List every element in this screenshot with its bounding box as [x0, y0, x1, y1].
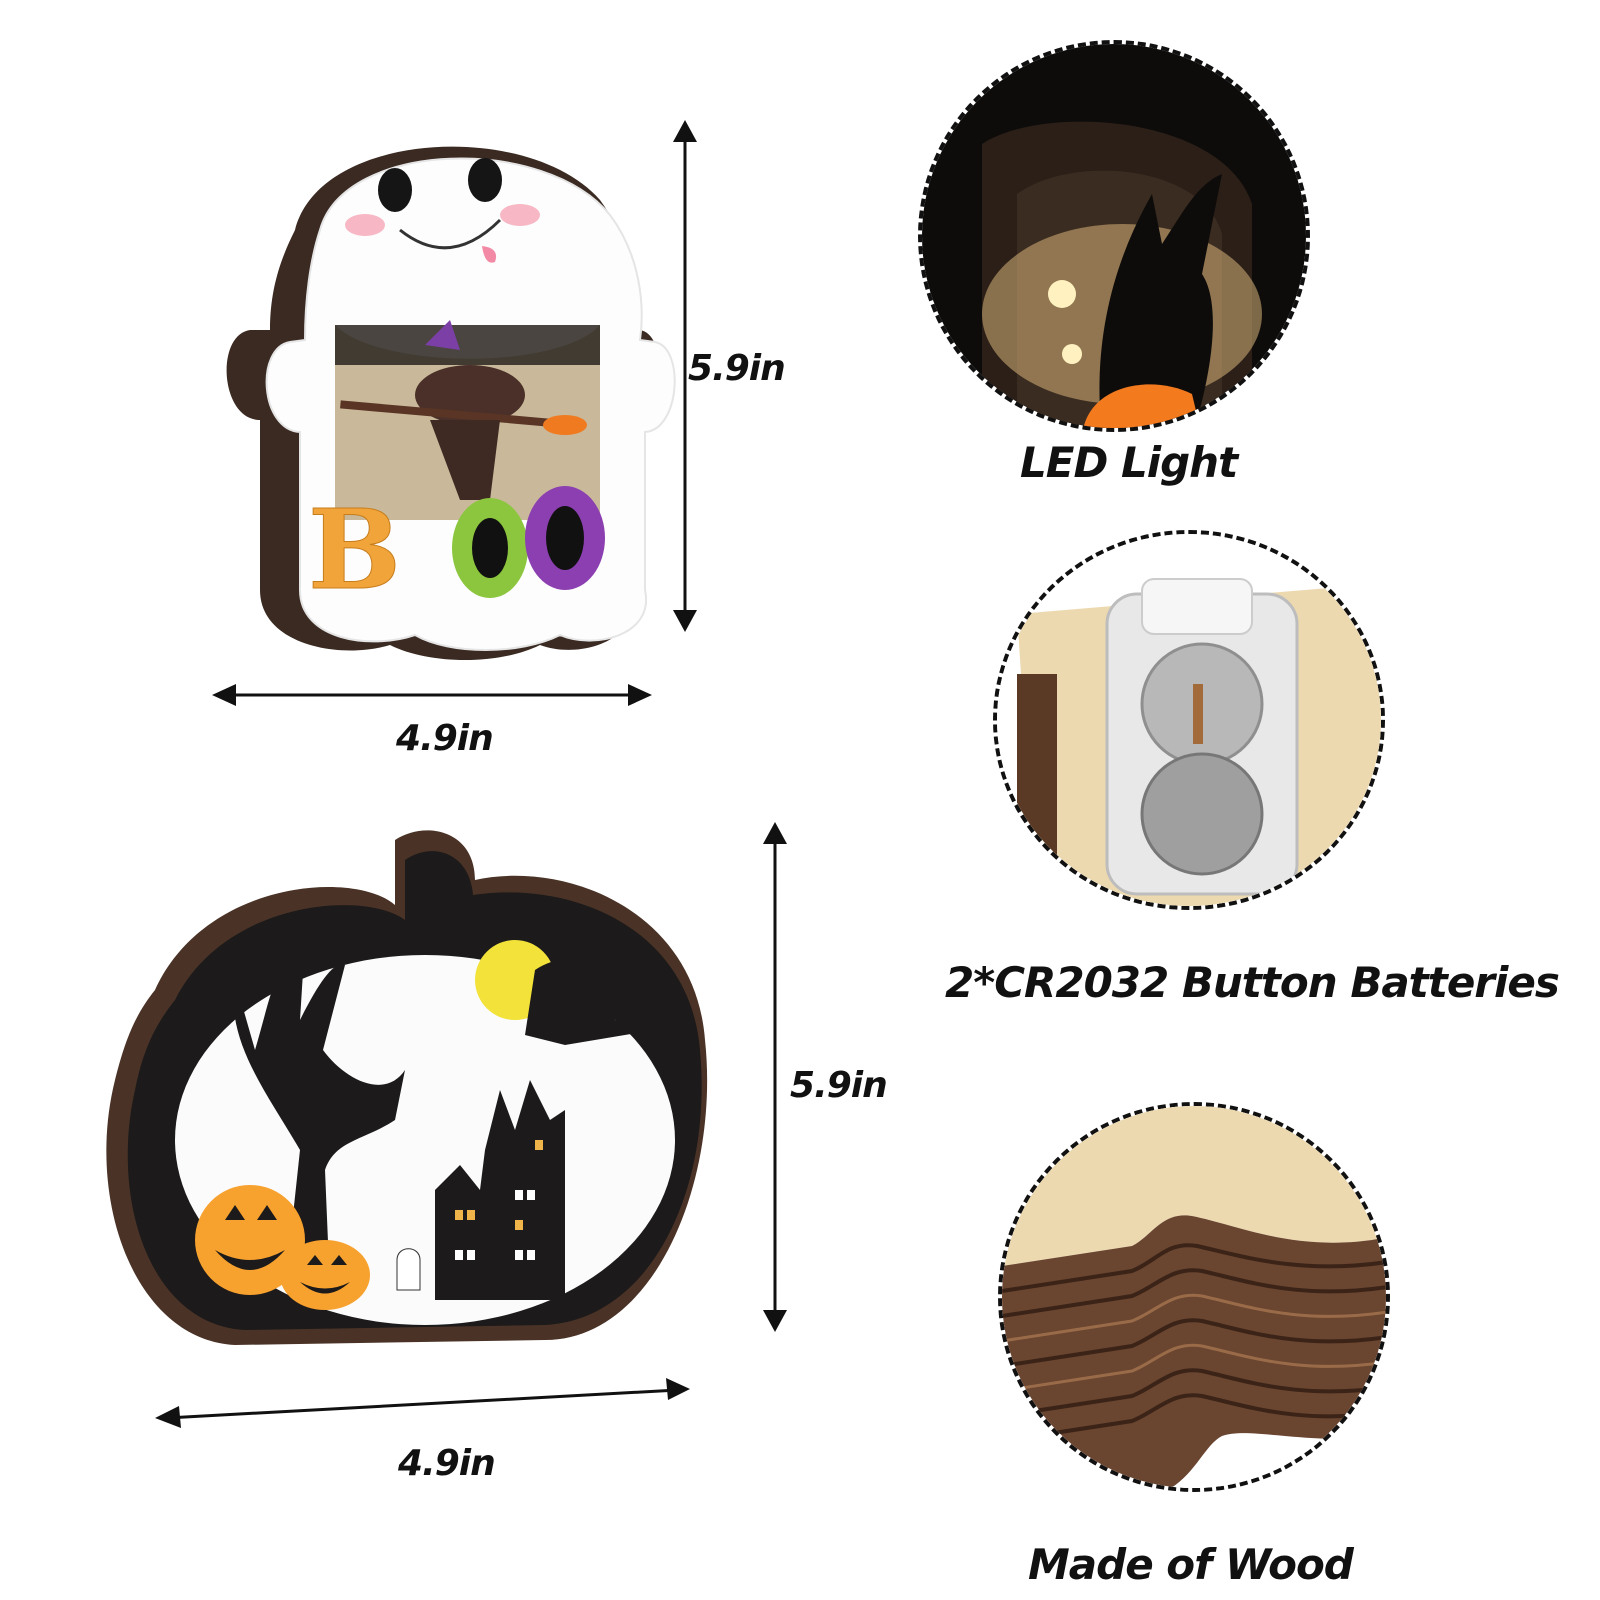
ghost-height-arrow [670, 120, 700, 632]
battery-compartment-closeup [993, 530, 1385, 910]
pumpkin-height-arrow [760, 822, 790, 1332]
ghost-width-label: 4.9in [396, 718, 494, 759]
led-light-closeup [918, 40, 1310, 432]
feature-label-led-light: LED Light [1020, 438, 1238, 487]
pumpkin-width-arrow [155, 1378, 690, 1428]
svg-text:B: B [308, 485, 401, 614]
wood-layers-closeup [998, 1102, 1390, 1492]
ghost-product-image: B [200, 120, 680, 660]
feature-label-wood: Made of Wood [1028, 1540, 1354, 1589]
pumpkin-width-label: 4.9in [398, 1443, 496, 1484]
pumpkin-height-label: 5.9in [790, 1065, 888, 1106]
pumpkin-product-image [95, 820, 735, 1370]
ghost-height-label: 5.9in [688, 348, 786, 389]
ghost-width-arrow [212, 680, 652, 710]
feature-label-batteries: 2*CR2032 Button Batteries [945, 958, 1560, 1007]
